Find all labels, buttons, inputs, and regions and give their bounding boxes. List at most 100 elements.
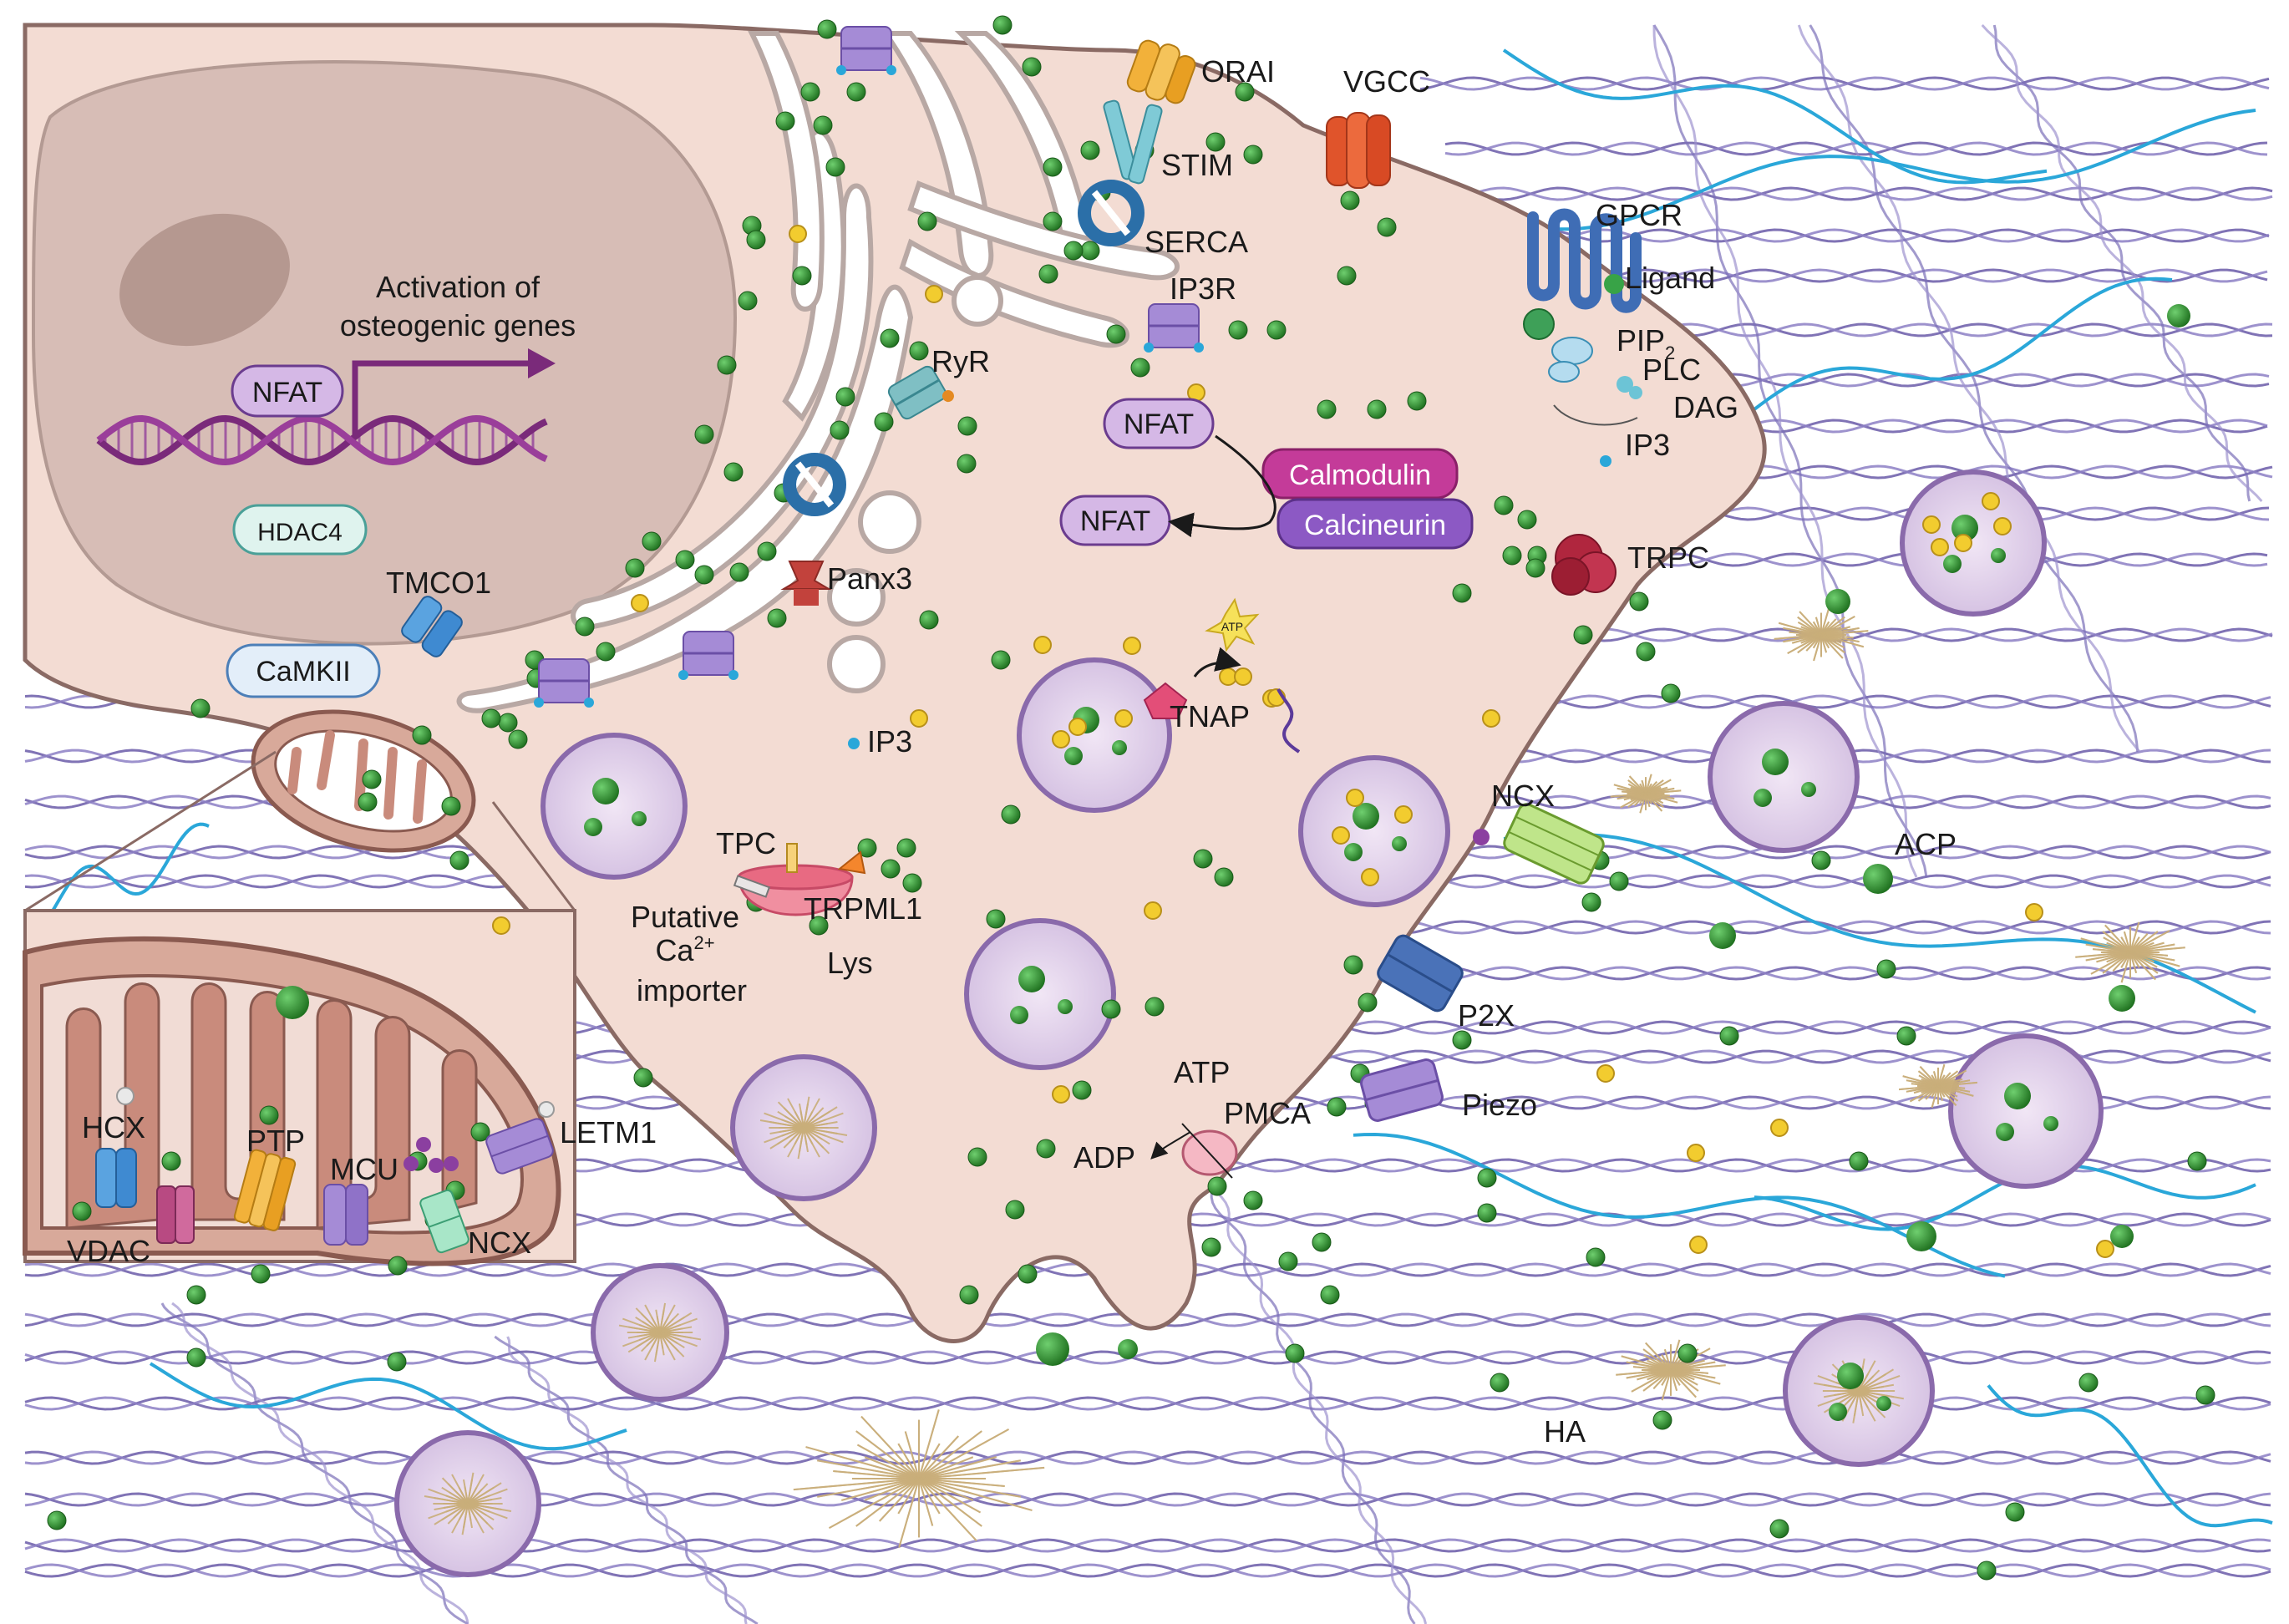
pmca-pump: [1150, 1123, 1238, 1179]
calcium-deposit: [1036, 1332, 1069, 1366]
calcium-ion: [625, 558, 645, 578]
calcium-ion: [190, 698, 211, 718]
serca-label: SERCA: [1144, 225, 1248, 259]
calcium-ion: [986, 909, 1006, 929]
ip3r-channel: [534, 658, 594, 708]
nfat-nuclear-pill: NFAT: [231, 364, 344, 418]
phosphate-ion: [1234, 667, 1252, 686]
calcium-ion: [498, 713, 518, 733]
svg-text:NFAT: NFAT: [1080, 505, 1150, 537]
atp-pmca-label: ATP: [1174, 1055, 1230, 1089]
calcium-ion: [161, 1151, 181, 1171]
calcium-ion: [957, 454, 977, 474]
calcium-ion: [757, 541, 777, 561]
calcium-ion: [362, 769, 382, 789]
plc-label: PLC: [1642, 353, 1701, 387]
pip2-label: PIP2: [1617, 323, 1675, 363]
calcium-ion: [1317, 399, 1337, 419]
calcium-deposit: [1709, 922, 1736, 949]
calcium-ion: [1629, 591, 1649, 612]
calcium-ion: [1343, 955, 1363, 975]
calcium-ion: [1043, 211, 1063, 231]
calcium-ion: [835, 387, 855, 407]
svg-text:NFAT: NFAT: [252, 377, 322, 409]
calcium-ion: [817, 19, 837, 39]
matrix-vesicle: [1298, 755, 1450, 907]
calcium-ion: [1896, 1026, 1916, 1046]
endoplasmic-reticulum: [456, 31, 1180, 713]
calcium-ion: [1243, 1190, 1263, 1210]
tnap-label: TNAP: [1170, 699, 1250, 733]
calcium-ion: [1214, 867, 1234, 887]
calcium-deposit: [2167, 304, 2190, 327]
calcium-ion: [1525, 558, 1545, 578]
letm1-label: LETM1: [560, 1115, 657, 1149]
matrix-vesicles: [394, 469, 2185, 1577]
piezo-channel: [1360, 1058, 1444, 1122]
calcineurin-complex: Calcineurin: [1276, 498, 1474, 550]
calcium-ion: [1337, 266, 1357, 286]
calcium-ion: [1494, 495, 1514, 515]
phosphate-ion: [1954, 534, 1972, 552]
calcium-ion: [675, 550, 695, 570]
vgcc-label: VGCC: [1343, 64, 1430, 99]
ptp-label: PTP: [246, 1124, 305, 1158]
calcium-deposit: [2109, 985, 2135, 1012]
tnap-enzyme: [1143, 647, 1301, 754]
dephosphorylation-arrow: [1168, 434, 1276, 538]
calcium-ion: [992, 15, 1013, 35]
hcx-label: HCX: [82, 1110, 145, 1144]
calcium-ion: [767, 608, 787, 628]
tmco1-channel: [401, 596, 463, 657]
hcx-channel: [95, 1087, 137, 1208]
calcium-ion: [1243, 145, 1263, 165]
calcium-deposit: [1825, 589, 1850, 614]
calcium-ion: [72, 1201, 92, 1221]
calcium-ion: [1080, 241, 1100, 261]
calcium-ion: [1452, 1030, 1472, 1050]
ip3-membrane-dot: [1600, 455, 1611, 467]
calcium-ion: [1207, 1176, 1227, 1196]
ip3r-channels: [534, 26, 1204, 708]
calcium-ion: [729, 562, 749, 582]
calcium-ion: [186, 1347, 206, 1368]
ptp-channel: [233, 1149, 297, 1231]
calcium-ion: [1876, 959, 1896, 979]
p2x-channel: [1377, 934, 1464, 1012]
matrix-vesicle: [730, 1054, 877, 1201]
er-small-vesicles: [827, 275, 1003, 693]
phosphate-ion: [1033, 636, 1052, 654]
phosphate-ion: [1361, 868, 1379, 886]
ligand-label: Ligand: [1625, 261, 1715, 295]
calcium-ion: [723, 462, 744, 482]
phosphate-ion: [631, 594, 649, 612]
calcium-ion: [1278, 1251, 1298, 1271]
phosphate-ion: [1922, 515, 1941, 534]
tpc-label: TPC: [716, 826, 776, 860]
phosphate-ion: [789, 225, 807, 243]
calcium-ion: [1811, 850, 1831, 870]
calcium-ion: [1586, 1247, 1606, 1267]
calcium-ion: [1205, 132, 1226, 152]
calcium-ion: [470, 1122, 490, 1142]
calcium-deposit: [1906, 1221, 1936, 1251]
calcineurin-label: Calcineurin: [1304, 510, 1446, 541]
calcium-ion: [1285, 1343, 1305, 1363]
calcium-ion: [738, 291, 758, 311]
calcium-ion: [388, 1256, 408, 1276]
calcium-ion: [1043, 157, 1063, 177]
calcium-ion: [251, 1264, 271, 1284]
calcium-ion: [902, 873, 922, 893]
calcium-ion: [1367, 399, 1387, 419]
lys-label: Lys: [827, 946, 873, 980]
calcium-ion: [917, 211, 937, 231]
svg-text:ATP: ATP: [1221, 620, 1243, 633]
trpc-label: TRPC: [1627, 540, 1709, 575]
lysosome: [733, 843, 866, 916]
matrix-vesicle: [591, 1263, 729, 1402]
mcu-channel: [323, 1184, 368, 1246]
calcium-ion: [1477, 1168, 1497, 1188]
vdac-label: VDAC: [67, 1234, 150, 1268]
svg-text:NFAT: NFAT: [1124, 409, 1194, 440]
